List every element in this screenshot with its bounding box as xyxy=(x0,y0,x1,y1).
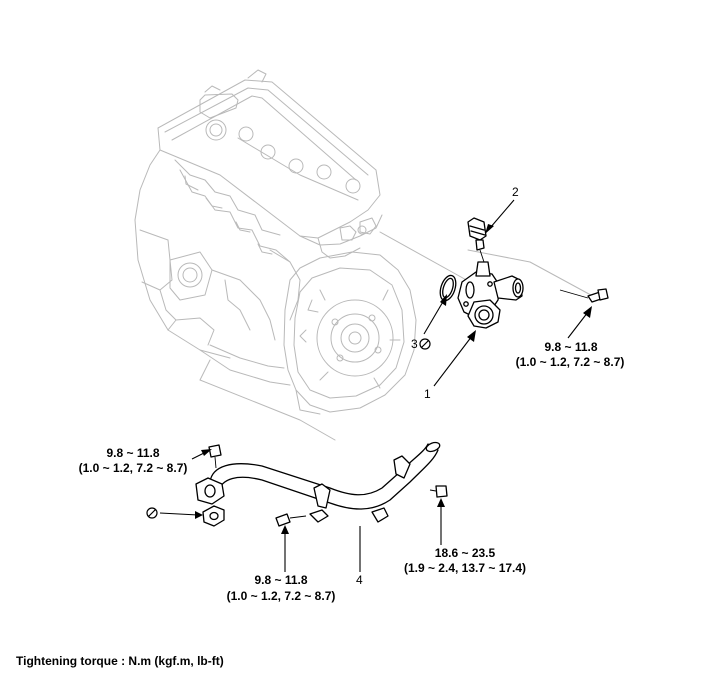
pipe-bracket-bolt-lower xyxy=(275,513,307,527)
torque-right-bolt-detail: (1.9 ~ 2.4, 13.7 ~ 17.4) xyxy=(404,561,526,575)
water-inlet-pipe xyxy=(195,441,441,523)
engine-block-illustration xyxy=(134,69,601,441)
torque-right-bolt-nm: 18.6 ~ 23.5 xyxy=(435,546,496,560)
leader-lines xyxy=(159,199,592,572)
do-not-reuse-icon xyxy=(419,338,431,350)
pipe-bracket-bolt-right xyxy=(429,485,448,498)
torque-flange-bolt-nm: 9.8 ~ 11.8 xyxy=(106,446,159,460)
torque-flange-bolt-detail: (1.0 ~ 1.2, 7.2 ~ 8.7) xyxy=(79,461,188,475)
callout-2: 2 xyxy=(512,185,519,199)
thermostat-housing-bolt xyxy=(559,288,609,303)
coolant-temperature-sensor xyxy=(467,217,487,263)
water-pipe-gasket xyxy=(202,505,225,527)
do-not-reuse-icon xyxy=(146,507,158,519)
callout-4: 4 xyxy=(356,573,363,587)
torque-housing-bolt-detail: (1.0 ~ 1.2, 7.2 ~ 8.7) xyxy=(516,355,625,369)
thermostat-housing-o-ring xyxy=(439,274,457,302)
pipe-flange-bolt xyxy=(208,444,222,469)
thermostat-housing xyxy=(457,261,524,329)
torque-lower-bolt-nm: 9.8 ~ 11.8 xyxy=(254,573,307,587)
tightening-torque-legend: Tightening torque : N.m (kgf.m, lb-ft) xyxy=(16,654,224,668)
torque-lower-bolt-detail: (1.0 ~ 1.2, 7.2 ~ 8.7) xyxy=(227,589,336,603)
callout-1: 1 xyxy=(424,387,431,401)
callout-3: 3 xyxy=(411,337,418,351)
torque-housing-bolt-nm: 9.8 ~ 11.8 xyxy=(544,340,597,354)
